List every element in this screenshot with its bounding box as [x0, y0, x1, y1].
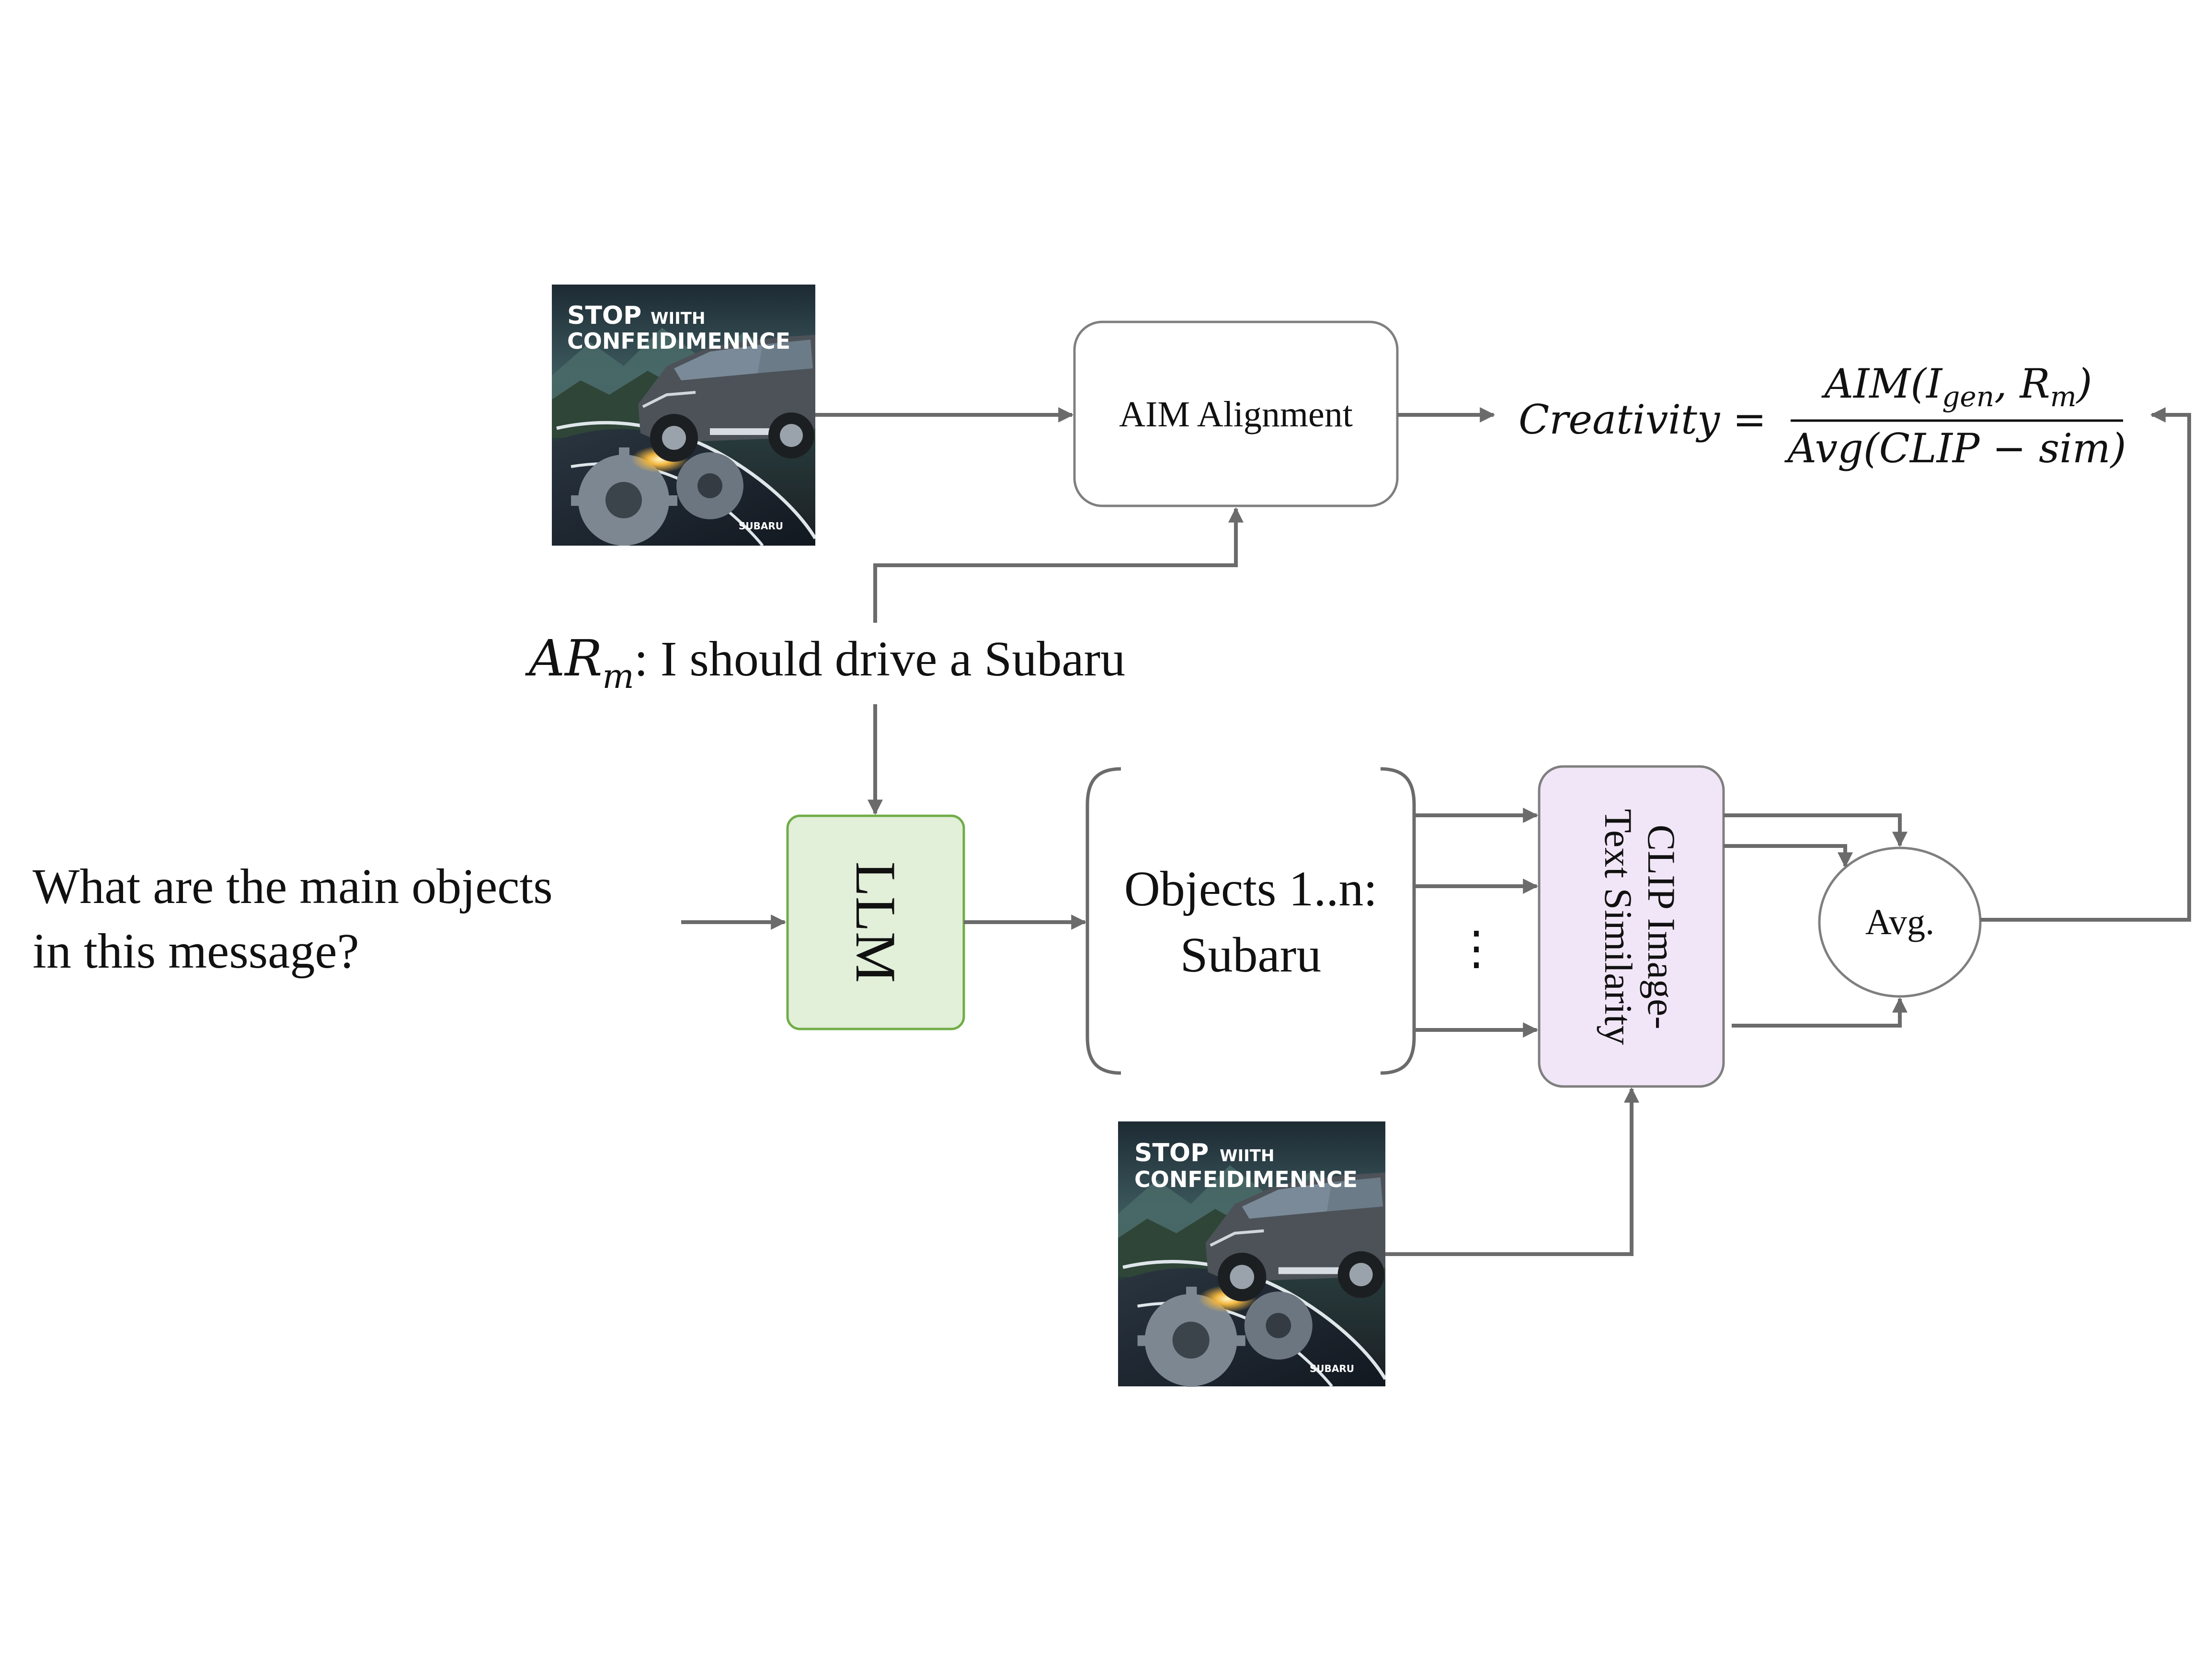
- clip-label-line1: CLIP Image-: [1640, 824, 1683, 1029]
- clip-similarity-box: CLIP Image- Text Similarity: [1538, 765, 1725, 1088]
- connector-arrows: [681, 407, 2191, 1256]
- objects-line1: Objects 1..n:: [1124, 861, 1378, 916]
- ad-brand: SUBARU: [739, 520, 783, 532]
- ad-image-top: STOP WIITH CONFEIDIMENNCE SUBARU: [552, 285, 815, 553]
- question-line2: in this message?: [33, 924, 359, 979]
- formula-denominator: Avg(CLIP − sim): [1784, 425, 2126, 472]
- ad-headline-word1: STOP: [1134, 1139, 1209, 1167]
- ellipsis-marker: ⋮: [1453, 923, 1499, 974]
- question-line1: What are the main objects: [33, 859, 553, 914]
- svg-text:ARm: I should drive a Subaru: ARm: I should drive a Subaru: [525, 629, 1125, 696]
- ad-brand: SUBARU: [1310, 1363, 1354, 1374]
- objects-bracket: Objects 1..n: Subaru: [1085, 767, 1416, 1075]
- ar-subscript: m: [602, 657, 634, 696]
- ad-headline-word2: WIITH: [1220, 1146, 1274, 1166]
- arrow-avg-to-formula: [1980, 407, 2191, 922]
- arrow-clip-to-avg-1: [1724, 813, 1907, 847]
- aim-alignment-label: AIM Alignment: [1119, 394, 1353, 434]
- creativity-formula: Creativity = AIM(Igen, Rm) Avg(CLIP − si…: [1519, 360, 2126, 472]
- ad-headline-word1: STOP: [567, 301, 641, 330]
- action-reason-label: ARm: I should drive a Subaru: [525, 629, 1125, 696]
- formula-lhs: Creativity =: [1519, 396, 1766, 443]
- clip-label-line2: Text Similarity: [1597, 809, 1640, 1045]
- arrow-reason-to-aim: [873, 507, 1244, 623]
- question-prompt: What are the main objects in this messag…: [33, 859, 553, 979]
- aim-alignment-box: AIM Alignment: [1073, 320, 1399, 507]
- objects-line2: Subaru: [1180, 927, 1322, 983]
- ar-text: : I should drive a Subaru: [634, 631, 1125, 686]
- ad-headline-line2: CONFEIDIMENNCE: [1134, 1166, 1358, 1192]
- arrow-image-to-clip: [1385, 1087, 1639, 1256]
- ar-symbol: AR: [525, 629, 602, 687]
- llm-label: LLM: [844, 861, 908, 983]
- ad-image-bottom: STOP WIITH CONFEIDIMENNCE SUBARU: [1118, 1121, 1385, 1394]
- ad-headline-line2: CONFEIDIMENNCE: [567, 328, 790, 354]
- arrow-clip-to-avg-2: [1724, 844, 1853, 868]
- arrow-clip-to-avg-3: [1732, 997, 1907, 1028]
- ad-headline-word2: WIITH: [651, 309, 705, 328]
- llm-box: LLM: [786, 814, 965, 1030]
- avg-label: Avg.: [1865, 902, 1934, 942]
- formula-numerator: AIM(Igen, Rm): [1821, 360, 2092, 413]
- avg-node: Avg.: [1818, 846, 1982, 998]
